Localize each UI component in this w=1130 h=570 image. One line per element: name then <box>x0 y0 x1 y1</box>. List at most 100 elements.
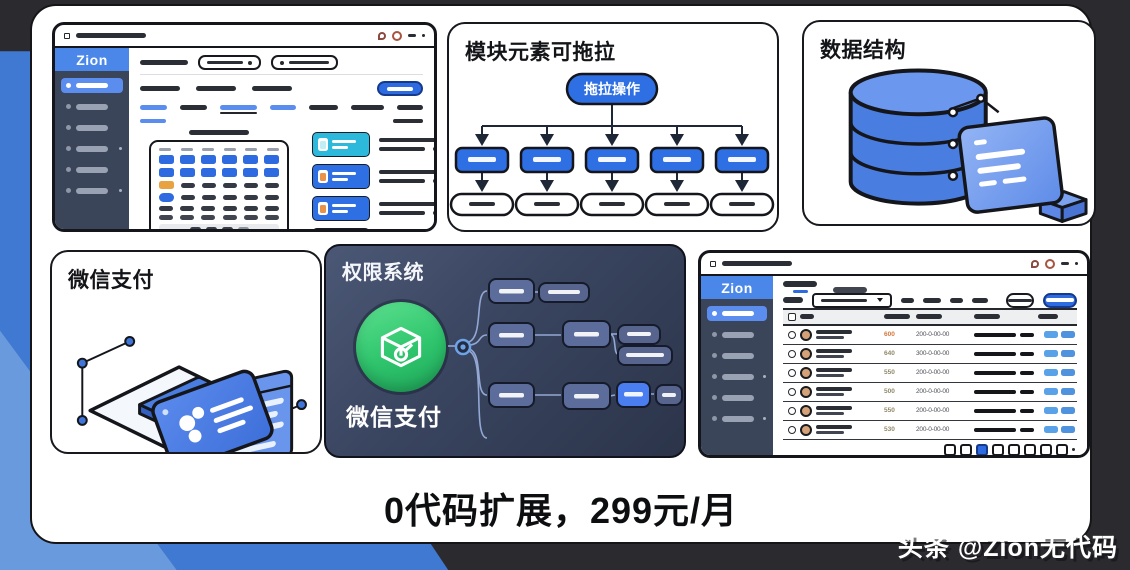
avatar-icon[interactable] <box>392 30 402 41</box>
reset-button[interactable] <box>1006 292 1035 308</box>
root-node[interactable] <box>565 72 659 106</box>
table-row[interactable]: 600 200-0-00-00 <box>783 326 1077 345</box>
table-row[interactable]: 550 200-0-00-00 <box>783 364 1077 383</box>
zion-logo: Zion <box>55 48 129 71</box>
sidebar-item[interactable] <box>61 162 123 177</box>
list-item[interactable] <box>312 196 434 221</box>
page-button[interactable] <box>1024 443 1036 455</box>
search-box[interactable] <box>271 55 338 70</box>
row-checkbox[interactable] <box>787 349 796 358</box>
delete-button[interactable] <box>1061 388 1075 395</box>
box-icon <box>380 326 422 368</box>
page-button[interactable] <box>960 443 972 455</box>
table-row[interactable]: 500 200-0-00-00 <box>783 383 1077 402</box>
sidebar-item[interactable] <box>707 411 767 426</box>
page-button[interactable] <box>1056 443 1068 455</box>
watermark: 头条 @Zion无代码 <box>897 534 1118 562</box>
page-button-active[interactable] <box>976 443 988 455</box>
id-card <box>151 369 274 452</box>
sidebar: Zion <box>701 276 773 455</box>
edit-button[interactable] <box>1044 388 1058 395</box>
tab[interactable] <box>140 105 167 110</box>
row-checkbox[interactable] <box>787 406 796 415</box>
table-header <box>783 309 1077 326</box>
table-row[interactable]: 550 200-0-00-00 <box>783 402 1077 421</box>
window-icon <box>64 32 70 39</box>
avatar <box>800 423 812 436</box>
node-labels <box>499 289 676 399</box>
database-illustration <box>848 68 1088 223</box>
price-tagline: 0代码扩展，299元/月 <box>383 490 739 531</box>
avatar <box>800 385 812 398</box>
page-button[interactable] <box>1040 443 1052 455</box>
sidebar-item[interactable] <box>707 327 767 342</box>
browser-badge-icon <box>378 31 386 40</box>
drag-feature-panel: 模块元素可拖拉 <box>447 22 779 232</box>
edit-button[interactable] <box>1044 350 1058 357</box>
table-row[interactable]: 640 300-0-00-00 <box>783 345 1077 364</box>
module-nodes[interactable] <box>454 146 770 174</box>
tab[interactable] <box>269 105 297 110</box>
browser-titlebar <box>55 25 434 48</box>
list-item[interactable] <box>312 132 434 157</box>
filter-dropdown[interactable] <box>812 292 893 308</box>
list-item[interactable] <box>312 164 434 189</box>
panel-title: 权限系统 <box>342 262 424 284</box>
tab[interactable] <box>179 105 208 110</box>
window-icon <box>710 260 716 267</box>
filter-dropdown[interactable] <box>198 55 261 70</box>
tab-active[interactable] <box>220 105 257 114</box>
edit-button[interactable] <box>1044 407 1058 414</box>
sidebar-item[interactable] <box>61 99 123 114</box>
delete-button[interactable] <box>1061 426 1075 433</box>
tab-active[interactable] <box>783 281 817 293</box>
record-card-icon <box>957 116 1064 214</box>
edit-button[interactable] <box>1044 426 1058 433</box>
sidebar-item[interactable] <box>61 120 123 135</box>
sidebar-item[interactable] <box>707 369 767 384</box>
wechat-pay-illustration <box>76 335 307 452</box>
select-all-checkbox[interactable] <box>787 312 796 321</box>
tab[interactable] <box>833 286 867 293</box>
delete-button[interactable] <box>1061 331 1075 338</box>
page-button[interactable] <box>944 443 956 455</box>
calendar-title <box>189 130 249 135</box>
row-checkbox[interactable] <box>787 368 796 377</box>
content-card: Zion <box>30 4 1096 544</box>
sidebar-item-active[interactable] <box>707 306 767 321</box>
tab[interactable] <box>396 105 424 110</box>
table-row[interactable]: 530 200-0-00-00 <box>783 421 1077 440</box>
delete-button[interactable] <box>1061 407 1075 414</box>
wechat-pay-app-icon[interactable] <box>356 302 446 392</box>
sidebar-item[interactable] <box>61 183 123 198</box>
calendar-widget[interactable] <box>149 140 289 229</box>
sidebar-item[interactable] <box>61 141 123 156</box>
members-icon <box>179 406 205 443</box>
delete-button[interactable] <box>1061 350 1075 357</box>
data-table: 600 200-0-00-00 640 300-0-00-00 <box>783 307 1077 440</box>
browser-titlebar <box>701 253 1087 276</box>
mindmap-nodes[interactable] <box>488 278 683 410</box>
leaf-nodes[interactable] <box>449 192 775 217</box>
delete-button[interactable] <box>1061 369 1075 376</box>
row-checkbox[interactable] <box>787 387 796 396</box>
pagination <box>783 440 1077 455</box>
page-button[interactable] <box>1008 443 1020 455</box>
permission-system-panel: 权限系统 微信支付 <box>324 244 686 458</box>
tab[interactable] <box>309 105 339 110</box>
row-checkbox[interactable] <box>787 425 796 434</box>
search-button[interactable] <box>1043 292 1077 308</box>
sidebar-item[interactable] <box>707 348 767 363</box>
sidebar-item-active[interactable] <box>61 78 123 93</box>
avatar-icon[interactable] <box>1045 258 1055 269</box>
edit-button[interactable] <box>1044 369 1058 376</box>
tab[interactable] <box>351 105 384 110</box>
sidebar-item[interactable] <box>707 390 767 405</box>
row-checkbox[interactable] <box>787 330 796 339</box>
edit-button[interactable] <box>1044 331 1058 338</box>
page-button[interactable] <box>992 443 1004 455</box>
primary-button[interactable] <box>377 81 423 96</box>
list-item[interactable] <box>312 228 434 229</box>
panel-title: 微信支付 <box>68 269 154 292</box>
